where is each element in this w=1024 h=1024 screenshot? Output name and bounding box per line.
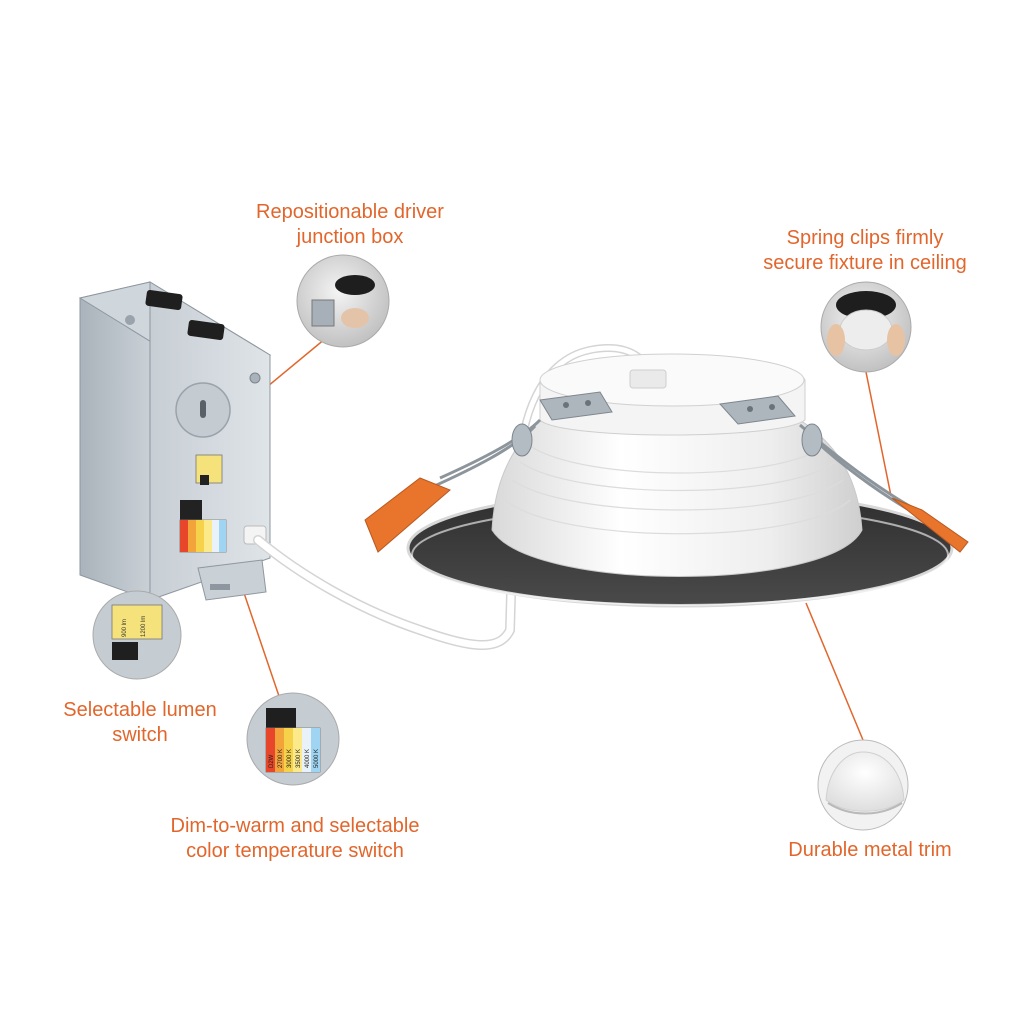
leader-metal-trim	[805, 602, 864, 741]
callout-lumen-switch-line-1: Selectable lumen	[63, 699, 217, 721]
cct-switch-icon: D2W 2700 K 3000 K 3500 K 4000 K 5000 K	[246, 692, 340, 786]
junction-box-icon	[78, 281, 272, 601]
lumen-switch-icon: 900 lm 1200 lm	[92, 590, 182, 680]
cct-option-3000: 3000 K	[287, 749, 293, 768]
clip-tab-left	[364, 477, 451, 553]
callout-lumen-switch-line-2: switch	[112, 724, 168, 746]
callout-metal-trim: Durable metal trim	[770, 838, 970, 863]
detail-circle-driver	[296, 254, 390, 348]
callout-spring-clips-line-2: secure fixture in ceiling	[763, 252, 967, 274]
cct-option-3500: 3500 K	[296, 749, 302, 768]
cct-option-4000: 4000 K	[305, 749, 311, 768]
cct-option-d2w: D2W	[269, 754, 275, 768]
callout-cct-switch: Dim-to-warm and selectable color tempera…	[150, 814, 440, 864]
callout-driver-box: Repositionable driver junction box	[230, 200, 470, 250]
metal-trim-icon	[817, 739, 909, 831]
cct-option-5000: 5000 K	[314, 749, 320, 768]
callout-cct-switch-line-1: Dim-to-warm and selectable	[170, 815, 420, 837]
downlight-fixture-icon	[406, 353, 954, 608]
clip-tab-right	[891, 497, 969, 553]
detail-circle-clips	[820, 281, 912, 373]
cct-option-2700: 2700 K	[278, 749, 284, 768]
spring-clip-icon	[364, 418, 969, 553]
callout-lumen-switch: Selectable lumen switch	[40, 698, 240, 748]
callout-metal-trim-line-1: Durable metal trim	[788, 839, 952, 861]
callout-driver-box-line-2: junction box	[296, 226, 404, 248]
callout-driver-box-line-1: Repositionable driver	[256, 201, 444, 223]
callout-spring-clips: Spring clips firmly secure fixture in ce…	[740, 226, 990, 276]
lumen-option-900: 900 lm	[122, 619, 128, 637]
lumen-option-1200: 1200 lm	[141, 616, 147, 637]
callout-cct-switch-line-2: color temperature switch	[186, 840, 404, 862]
leader-spring-clips	[865, 371, 892, 497]
callout-spring-clips-line-1: Spring clips firmly	[786, 227, 944, 249]
